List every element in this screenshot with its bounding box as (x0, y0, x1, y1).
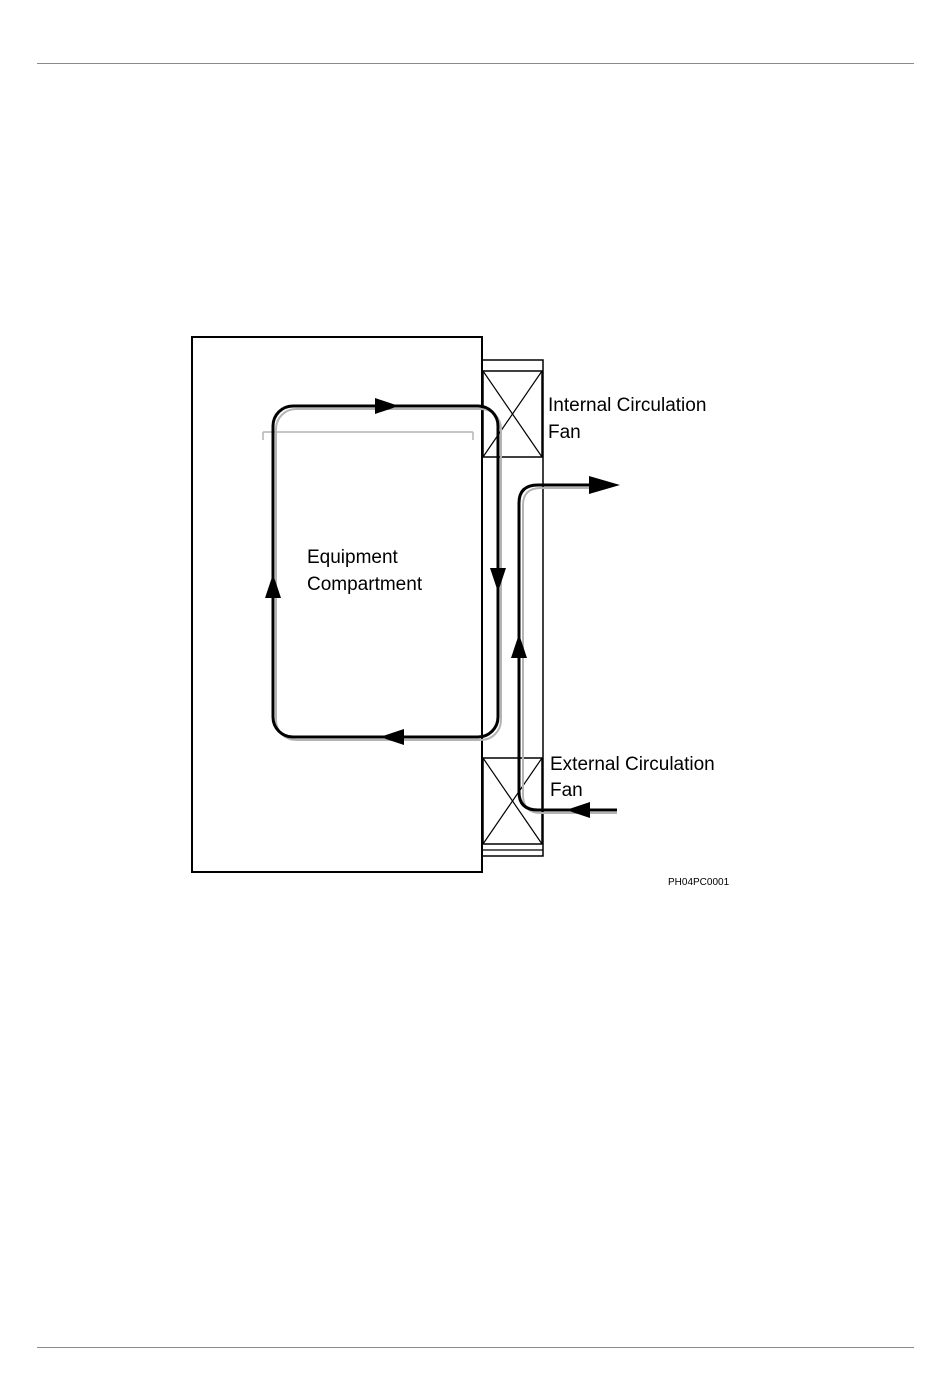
arrow-right-top-icon (375, 398, 399, 414)
arrow-in-left-icon (566, 802, 590, 818)
internal-fan-label-line2: Fan (548, 422, 581, 443)
figure-code: PH04PC0001 (668, 877, 730, 888)
arrow-up-left-icon (265, 574, 281, 598)
internal-fan-icon (483, 371, 542, 457)
external-fan-icon (483, 758, 542, 844)
compartment-label-line2: Compartment (307, 574, 423, 595)
arrow-out-right-icon (589, 476, 620, 494)
cabinet-outline (192, 337, 482, 872)
compartment-label-line1: Equipment (307, 547, 399, 568)
internal-fan-label-line1: Internal Circulation (548, 395, 706, 416)
footer-rule (37, 1347, 914, 1348)
arrow-left-bottom-icon (380, 729, 404, 745)
arrow-down-right-icon (490, 568, 506, 592)
arrow-up-external-icon (511, 634, 527, 658)
external-fan-label-line2: Fan (550, 780, 583, 801)
internal-airflow-loop (273, 406, 498, 737)
heat-exchanger-panel (482, 360, 543, 856)
compartment-bracket (263, 432, 473, 440)
external-fan-label-line1: External Circulation (550, 754, 715, 775)
